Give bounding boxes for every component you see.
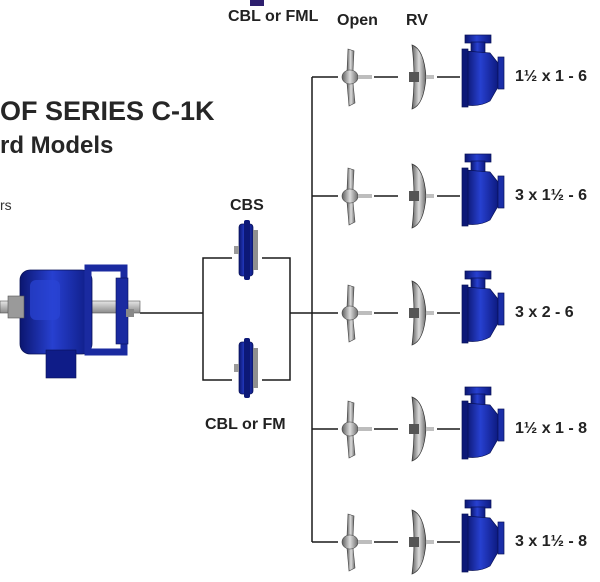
open-impeller-5 <box>341 513 373 572</box>
top-component-fragment <box>250 0 264 6</box>
connector-lines <box>140 76 338 543</box>
casing-3 <box>461 270 505 344</box>
rv-impeller-4 <box>408 396 435 462</box>
pump-size-label-3: 3 x 2 - 6 <box>515 304 574 321</box>
casing-2 <box>461 153 505 227</box>
pump-size-label-1: 1½ x 1 - 6 <box>515 68 588 85</box>
pump-size-label-2: 3 x 1½ - 6 <box>515 187 588 204</box>
open-impeller-3 <box>341 284 373 343</box>
open-impeller-1 <box>341 48 373 107</box>
cbs-adapter <box>233 219 259 281</box>
rv-impeller-2 <box>408 163 435 229</box>
casing-4 <box>461 386 505 460</box>
open-impeller-2 <box>341 167 373 226</box>
rv-impeller-3 <box>408 280 435 346</box>
open-impeller-4 <box>341 400 373 459</box>
pump-size-label-4: 1½ x 1 - 8 <box>515 420 588 437</box>
casing-5 <box>461 499 505 573</box>
diagram-title-line1: OF SERIES C-1K <box>0 96 215 126</box>
top-cbl-fml-label: CBL or FML <box>228 8 319 25</box>
power-frame <box>0 264 141 379</box>
rv-label: RV <box>406 12 428 29</box>
rv-impeller-5 <box>408 509 435 575</box>
open-label: Open <box>337 12 378 29</box>
left-text-fragment: rs <box>0 197 12 213</box>
cbs-label: CBS <box>230 197 264 214</box>
cbl-or-fm-label: CBL or FM <box>205 416 286 433</box>
diagram-title-line2: rd Models <box>0 132 114 159</box>
cbl-fm-adapter <box>233 337 259 399</box>
pump-size-label-5: 3 x 1½ - 8 <box>515 533 588 550</box>
row-lines <box>374 76 460 543</box>
rv-impeller-1 <box>408 44 435 110</box>
casing-1 <box>461 34 505 108</box>
